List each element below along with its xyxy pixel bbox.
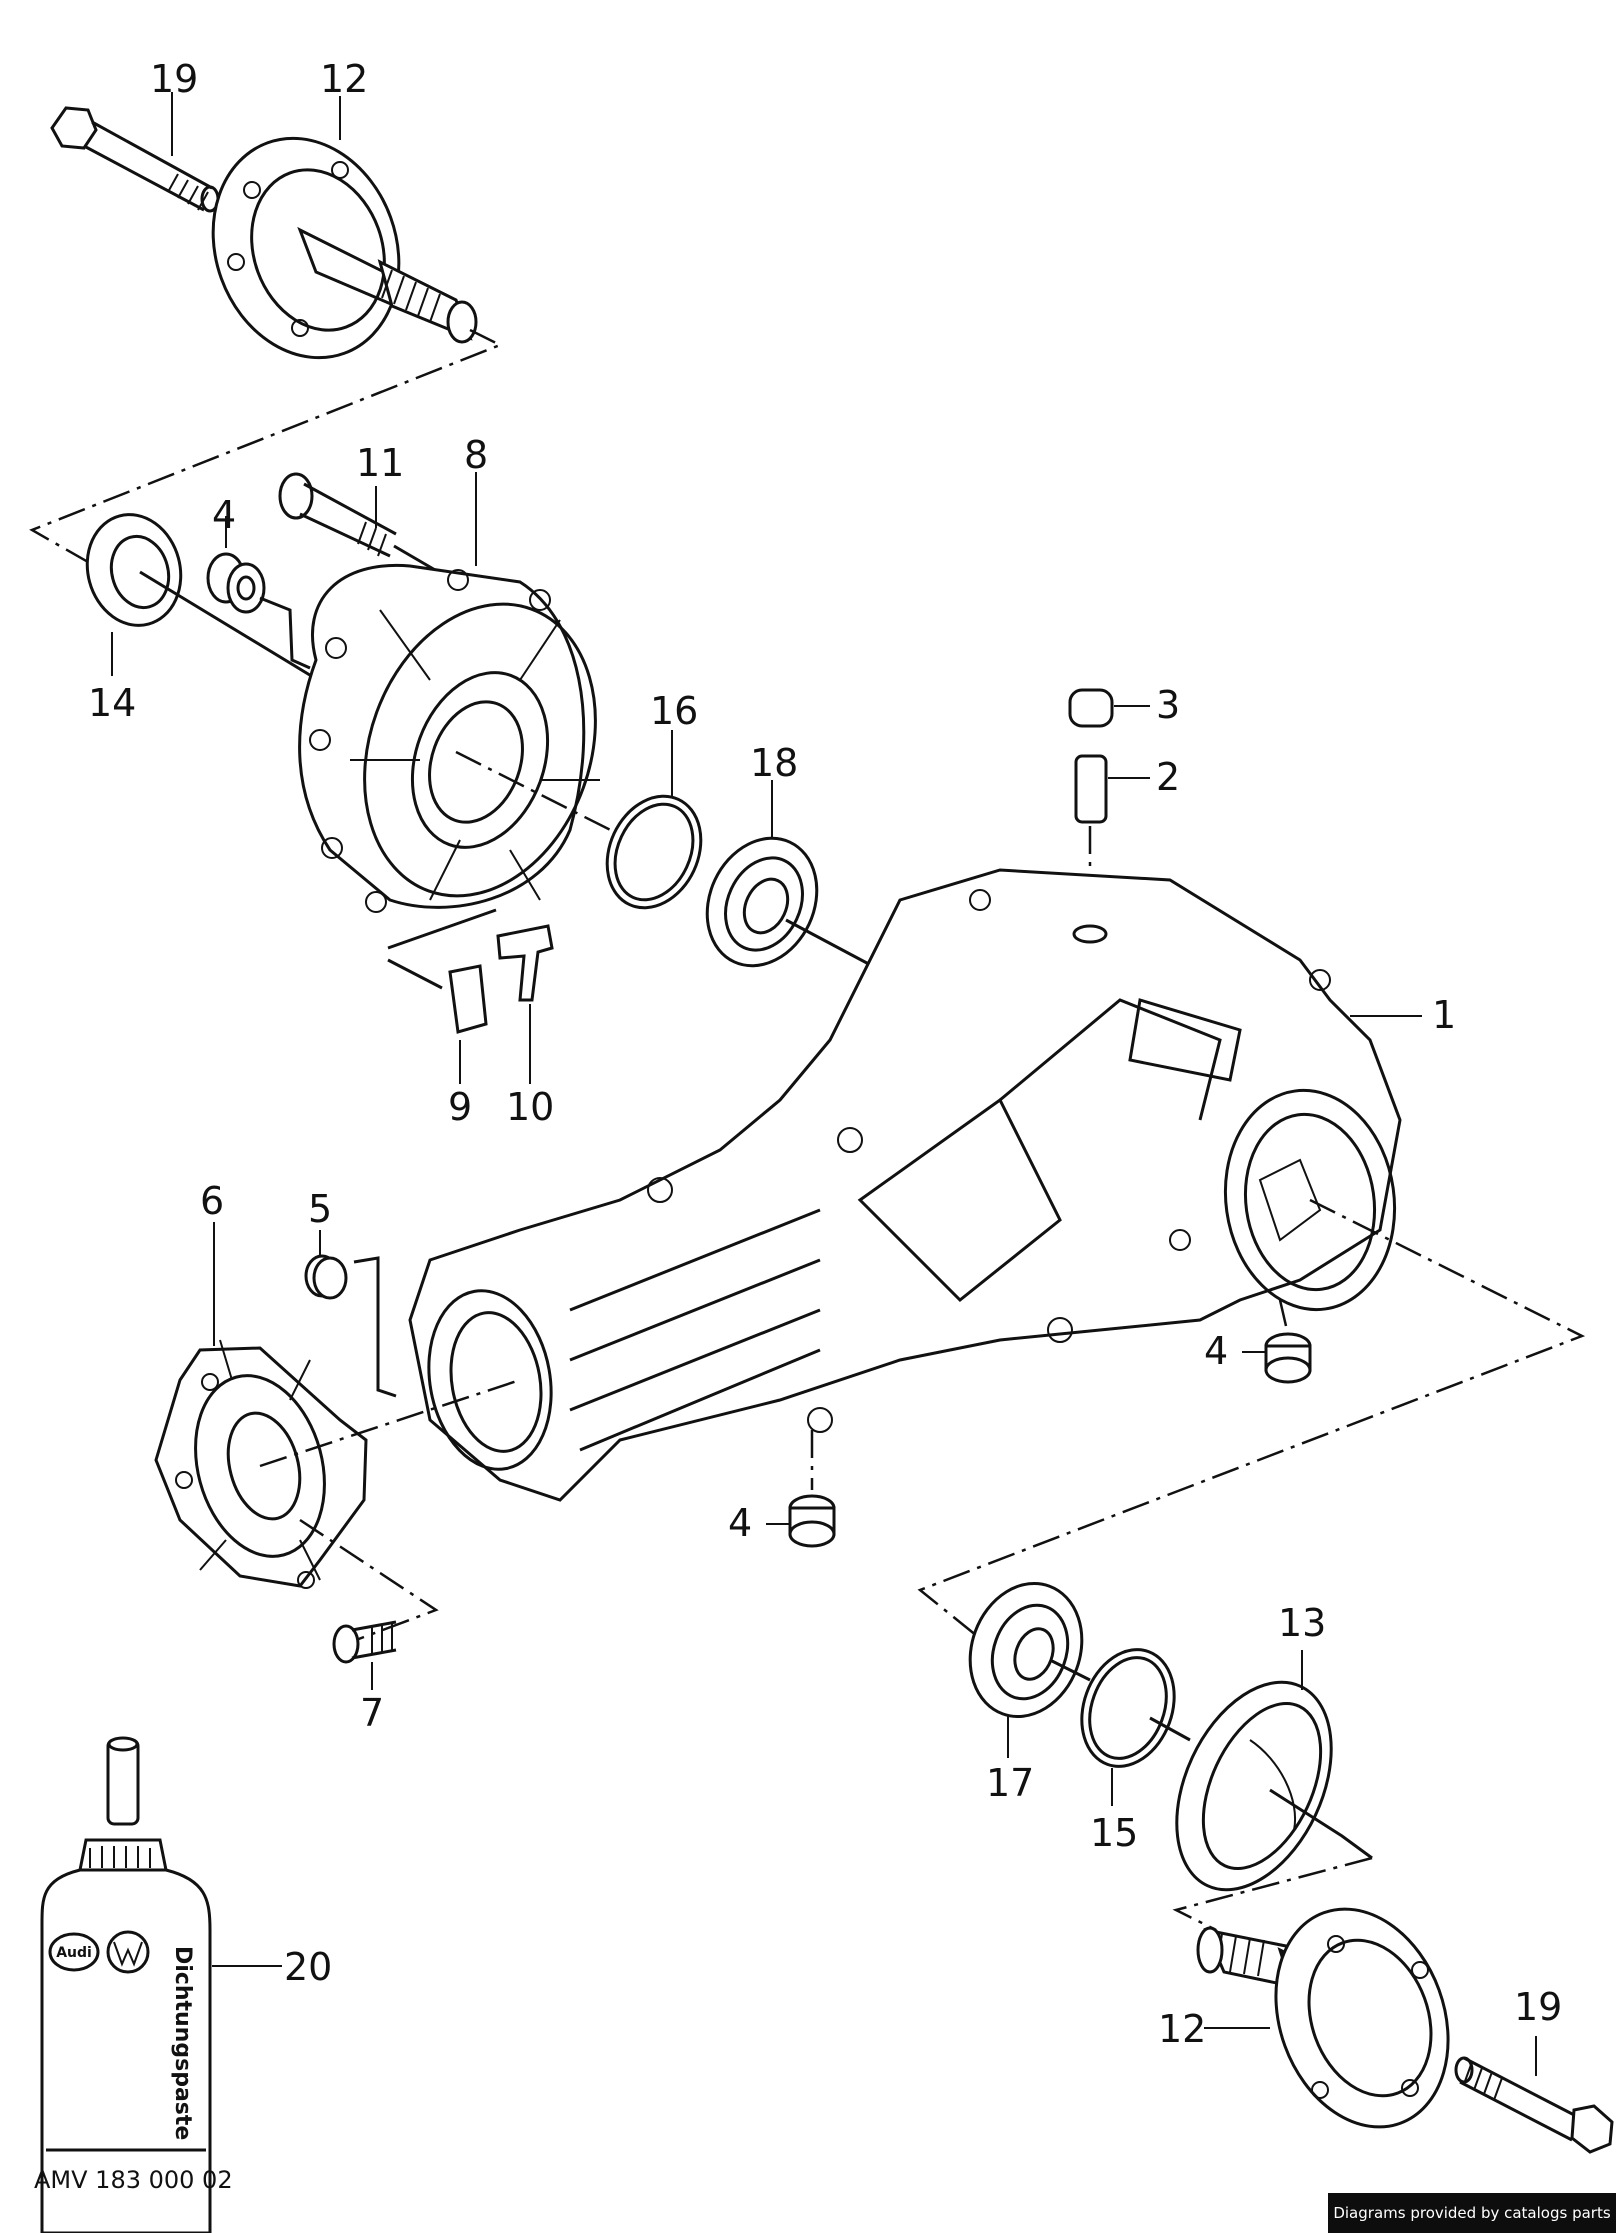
axle-housing-1[interactable] (408, 868, 1408, 1502)
bolt-19-top[interactable] (50, 106, 220, 213)
callout-3: 3 (1156, 683, 1180, 727)
callout-19-bottom: 19 (1514, 1985, 1562, 2029)
callout-12-top: 12 (320, 57, 368, 101)
mount-4-bottom[interactable] (788, 1494, 836, 1548)
callout-7: 7 (360, 1691, 384, 1735)
callout-18: 18 (750, 741, 798, 785)
callout-16: 16 (650, 689, 698, 733)
callout-10: 10 (506, 1085, 554, 1129)
callout-1: 1 (1432, 993, 1456, 1037)
side-cover-6[interactable] (154, 1339, 368, 1589)
callout-9: 9 (448, 1085, 472, 1129)
clip-10[interactable] (496, 924, 554, 1002)
o-ring-16[interactable] (590, 781, 719, 923)
bearing-17[interactable] (952, 1568, 1100, 1733)
bearing-housing-8[interactable] (298, 563, 635, 928)
tube-product-name: Dichtungspaste (170, 1946, 195, 2140)
flange-shaft-12-bottom[interactable] (1196, 1885, 1477, 2152)
tube-part-code: AMV 183 000 02 (34, 2166, 233, 2194)
mount-4-right[interactable] (1264, 1332, 1312, 1384)
callout-15: 15 (1090, 1811, 1138, 1855)
bushing-5[interactable] (304, 1254, 348, 1300)
mount-4-top[interactable] (206, 552, 266, 614)
callout-2: 2 (1156, 755, 1180, 799)
diagram-credit: Diagrams provided by catalogs parts (1328, 2193, 1616, 2233)
callout-11: 11 (356, 441, 404, 485)
bolt-11[interactable] (278, 472, 443, 576)
callout-8: 8 (464, 433, 488, 477)
pin-2[interactable] (1074, 754, 1108, 824)
callout-4-top: 4 (212, 493, 236, 537)
callout-4-right: 4 (1204, 1329, 1228, 1373)
callout-5: 5 (308, 1187, 332, 1231)
sealing-paste-tube-20[interactable]: Audi Dichtungspaste AMV 183 000 02 (34, 1736, 233, 2233)
callout-labels: 1 2 3 4 4 4 5 6 7 8 9 10 11 12 12 13 14 … (88, 57, 1562, 2051)
seal-13[interactable] (1146, 1658, 1362, 1915)
callout-4-bottom: 4 (728, 1501, 752, 1545)
bolt-19-bottom[interactable] (1454, 2056, 1614, 2154)
audi-logo-text: Audi (56, 1945, 92, 1961)
callout-12-bottom: 12 (1158, 2007, 1206, 2051)
vw-logo-icon (106, 1930, 150, 1974)
callout-leaders (111, 92, 1537, 2076)
block-9[interactable] (448, 964, 488, 1034)
callout-19-top: 19 (150, 57, 198, 101)
callout-13: 13 (1278, 1601, 1326, 1645)
o-ring-15[interactable] (1066, 1637, 1190, 1780)
flange-shaft-12-top[interactable] (183, 112, 478, 384)
callout-14: 14 (88, 681, 136, 725)
bolt-7[interactable] (332, 1620, 397, 1664)
callout-6: 6 (200, 1179, 224, 1223)
seal-14[interactable] (75, 504, 193, 636)
bearing-18[interactable] (687, 820, 837, 984)
callout-20: 20 (284, 1945, 332, 1989)
callout-17: 17 (986, 1761, 1034, 1805)
cap-3[interactable] (1068, 688, 1114, 728)
